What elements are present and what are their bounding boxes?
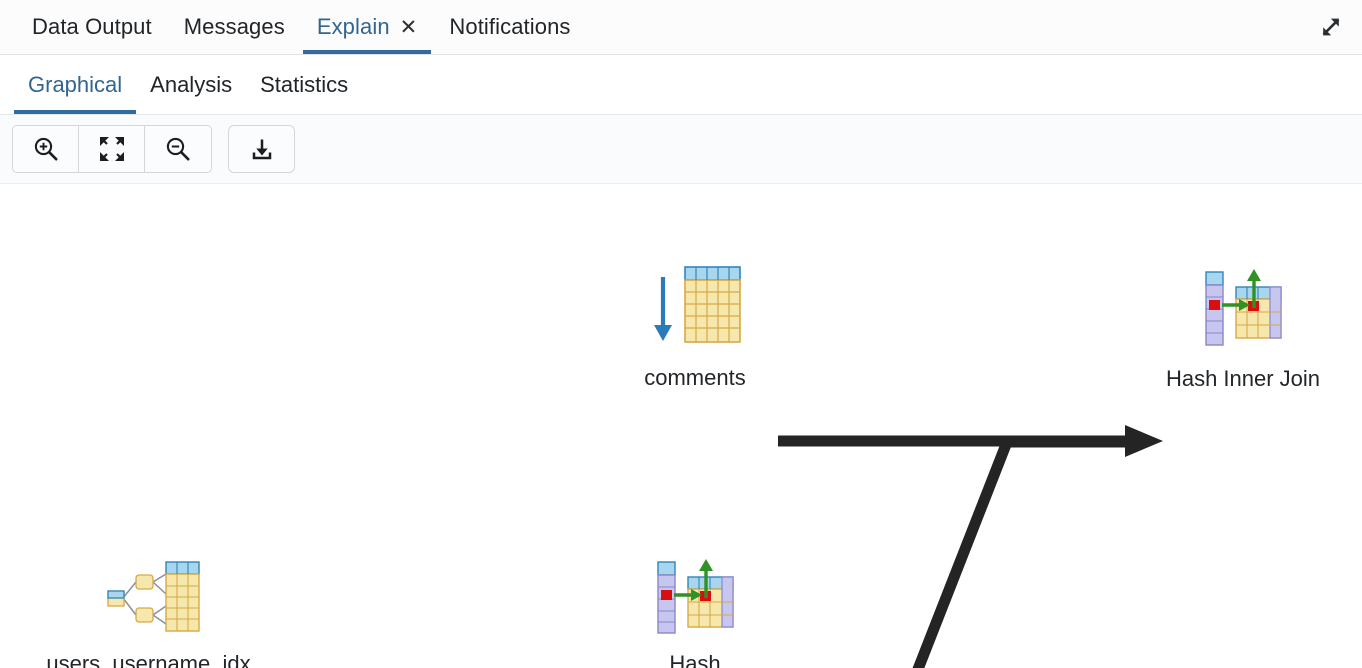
hash-join-icon xyxy=(1205,269,1282,346)
plan-node-hash-inner-join-label: Hash Inner Join xyxy=(1165,366,1321,391)
zoom-out-button[interactable] xyxy=(145,126,211,172)
zoom-to-fit-button[interactable] xyxy=(79,126,145,172)
plan-node-comments[interactable]: comments xyxy=(627,257,763,391)
plan-node-hash[interactable]: Hash xyxy=(630,554,760,668)
plan-edges xyxy=(778,425,1163,668)
tab-messages-label: Messages xyxy=(183,14,285,39)
tab-graphical-label: Graphical xyxy=(28,71,123,97)
zoom-in-button[interactable] xyxy=(13,126,79,172)
secondary-tab-bar: Graphical Analysis Statistics xyxy=(0,55,1362,115)
explain-toolbar xyxy=(0,115,1362,184)
plan-node-hash-inner-join[interactable]: Hash Inner Join xyxy=(1143,264,1343,392)
tab-messages[interactable]: Messages xyxy=(168,0,301,54)
close-icon[interactable]: ✕ xyxy=(399,15,418,39)
hash-probe-arrow xyxy=(1222,299,1250,311)
plan-node-users-username-idx[interactable]: users_username_idx xyxy=(22,554,275,668)
edge-hash-to-join xyxy=(912,436,1140,668)
index-scan-icon xyxy=(107,561,200,632)
tab-graphical[interactable]: Graphical xyxy=(14,55,137,114)
zoom-out-icon xyxy=(166,137,190,161)
tab-data-output-label: Data Output xyxy=(32,14,152,39)
plan-node-users-username-idx-label: users_username_idx xyxy=(46,651,251,668)
arrowhead-join xyxy=(1125,425,1163,457)
plan-node-comments-label: comments xyxy=(644,365,746,390)
hash-output-arrow xyxy=(1247,269,1261,308)
tab-data-output[interactable]: Data Output xyxy=(16,0,168,54)
plan-node-hash-label: Hash xyxy=(669,651,721,668)
hash-icon xyxy=(657,559,734,634)
zoom-in-icon xyxy=(34,137,58,161)
expand-diagonal-icon xyxy=(1322,18,1340,36)
scan-direction-arrow xyxy=(654,277,672,341)
zoom-button-group xyxy=(12,125,212,173)
seq-scan-icon xyxy=(654,266,741,343)
tab-analysis-label: Analysis xyxy=(150,71,233,97)
tab-explain-label: Explain xyxy=(316,14,390,39)
tab-statistics-label: Statistics xyxy=(260,71,349,97)
tab-analysis[interactable]: Analysis xyxy=(136,55,246,114)
tab-notifications-label: Notifications xyxy=(449,14,571,39)
expand-panel-button[interactable] xyxy=(1316,12,1346,42)
download-icon xyxy=(252,139,271,160)
tab-notifications[interactable]: Notifications xyxy=(433,0,586,54)
download-button[interactable] xyxy=(228,125,295,173)
tab-statistics[interactable]: Statistics xyxy=(246,55,362,114)
hash-output-arrow xyxy=(699,559,713,598)
expand-arrows-icon xyxy=(99,137,124,161)
hash-probe-arrow xyxy=(674,589,702,601)
tab-explain[interactable]: Explain ✕ xyxy=(301,0,434,54)
explain-graph-canvas[interactable]: comments xyxy=(0,184,1362,668)
primary-tab-bar: Data Output Messages Explain ✕ Notificat… xyxy=(0,0,1362,55)
